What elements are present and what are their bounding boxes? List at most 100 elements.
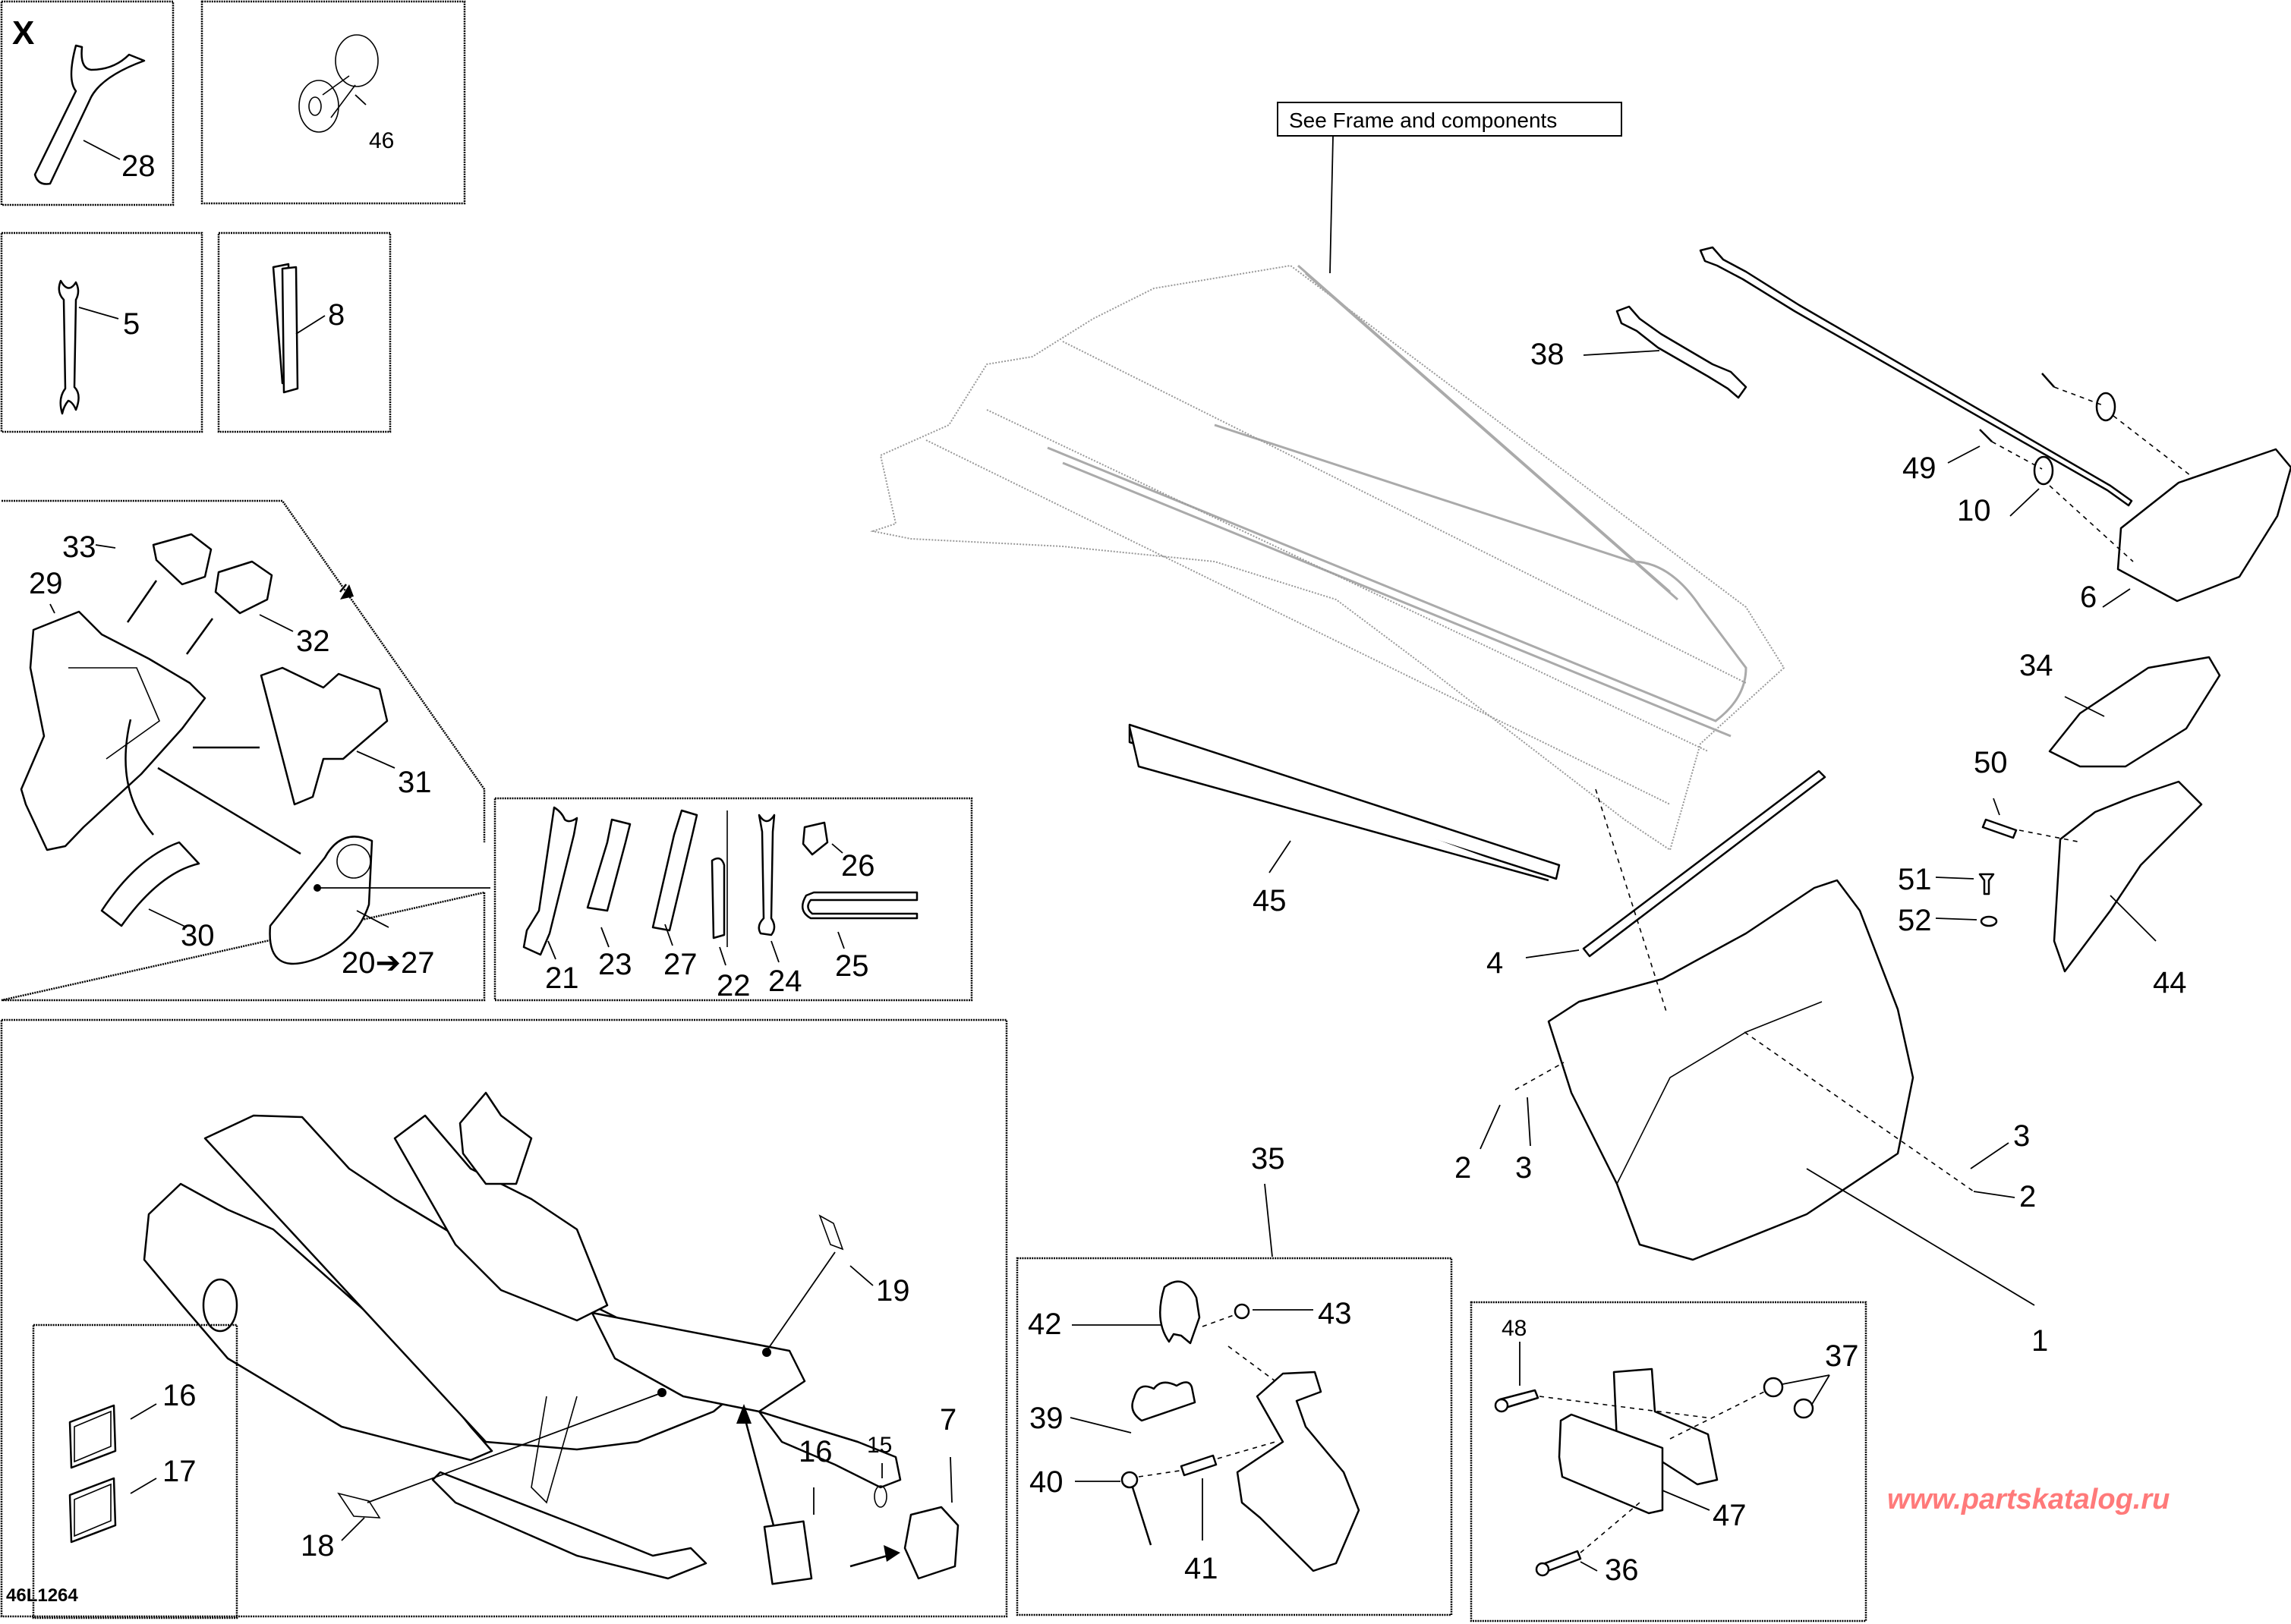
frame-ghost <box>870 264 1785 851</box>
snowmobile-outline <box>143 1091 902 1580</box>
callout-38: 38 <box>1530 338 1565 371</box>
callout-41: 41 <box>1184 1552 1218 1585</box>
box-snowmobile-decals: 19 18 16 15 7 16 1 <box>0 1018 1008 1619</box>
callout-29: 29 <box>29 567 63 600</box>
callout-3-right: 3 <box>2013 1119 2030 1153</box>
callout-45: 45 <box>1253 884 1287 917</box>
callout-10: 10 <box>1957 494 1991 527</box>
clip-26 <box>802 821 829 856</box>
foam-31 <box>260 666 389 806</box>
foam-33 <box>152 533 213 586</box>
strip-4 <box>1582 770 1826 958</box>
callout-20-27: 20➔27 <box>342 946 435 980</box>
decal-19 <box>818 1214 844 1251</box>
holder-7 <box>903 1506 960 1580</box>
callout-49: 49 <box>1902 452 1936 485</box>
foam-32 <box>214 560 273 615</box>
reference-note-frame: See Frame and components <box>1277 102 1622 274</box>
strap-30 <box>100 841 200 927</box>
callout-44: 44 <box>2153 966 2187 999</box>
tool-bag-20-27 <box>269 836 373 965</box>
callout-33: 33 <box>62 530 96 564</box>
drawing-code: 46L1264 <box>6 1585 78 1606</box>
callout-32: 32 <box>296 625 330 658</box>
callout-1: 1 <box>2031 1324 2048 1358</box>
slide-45 <box>1128 723 1561 880</box>
socket-27 <box>651 809 698 932</box>
callout-5: 5 <box>123 307 140 341</box>
callout-17: 17 <box>162 1455 197 1488</box>
nut-43 <box>1234 1303 1250 1320</box>
spring-40 <box>1120 1471 1139 1489</box>
pin-41 <box>1180 1454 1218 1477</box>
callout-28: 28 <box>121 149 156 183</box>
callout-51: 51 <box>1898 863 1932 896</box>
callout-6: 6 <box>2080 581 2097 614</box>
wrench-24 <box>758 814 776 936</box>
flap-1 <box>1547 879 1914 1261</box>
callout-31: 31 <box>398 766 432 799</box>
grommet-upper <box>2095 392 2116 422</box>
callout-3-left: 3 <box>1515 1151 1532 1185</box>
callout-30: 30 <box>181 919 215 952</box>
callout-42: 42 <box>1028 1308 1062 1341</box>
callout-18: 18 <box>301 1529 335 1563</box>
callout-39: 39 <box>1029 1402 1064 1435</box>
bracket-44 <box>2053 780 2203 973</box>
callout-16: 16 <box>162 1379 197 1412</box>
callout-34: 34 <box>2019 649 2053 682</box>
box-storage-compartment: 33 32 31 29 30 20➔27 <box>1 499 490 1002</box>
nut-37-a <box>1763 1377 1784 1398</box>
box-open-wrench: 5 <box>0 231 203 433</box>
callout-46: 46 <box>369 128 394 153</box>
bolt-50 <box>1981 818 2018 839</box>
callout-4: 4 <box>1486 946 1503 980</box>
wire-harness <box>1699 246 2133 507</box>
callout-37: 37 <box>1825 1339 1859 1373</box>
decal-16 <box>68 1404 117 1469</box>
callout-35: 35 <box>1251 1142 1285 1176</box>
box-suction-cup: 46 <box>200 0 466 205</box>
pin-39 <box>1131 1381 1196 1422</box>
nut-37-b <box>1793 1398 1814 1419</box>
box-spanner-wrench: X 28 <box>0 0 175 206</box>
corner-mark: X <box>12 14 34 52</box>
callout-25: 25 <box>835 949 869 983</box>
callout-47: 47 <box>1713 1499 1747 1532</box>
box-tool-kit: 21 23 27 22 24 26 25 <box>493 797 973 1002</box>
callout-26: 26 <box>841 849 875 883</box>
grommet-10 <box>2033 455 2054 486</box>
callout-23: 23 <box>598 948 632 981</box>
callout-40: 40 <box>1029 1465 1064 1499</box>
hitch-bracket <box>1236 1371 1360 1572</box>
storage-tray-29 <box>20 610 206 851</box>
reference-note-text: See Frame and components <box>1289 109 1557 132</box>
screw-51 <box>1978 873 1995 895</box>
decal-16-standalone <box>763 1520 813 1585</box>
cable-42 <box>1159 1280 1201 1345</box>
callout-21: 21 <box>545 961 579 995</box>
callout-22: 22 <box>717 969 751 1002</box>
decal-17 <box>68 1477 117 1544</box>
callout-24: 24 <box>768 965 802 998</box>
callout-52: 52 <box>1898 904 1932 937</box>
box-tool-handle: 8 <box>217 231 392 433</box>
open-wrench-5 <box>58 279 80 415</box>
callout-27: 27 <box>663 948 698 981</box>
spanner-21 <box>522 806 578 956</box>
callout-43: 43 <box>1318 1297 1352 1330</box>
spanner-wrench-28 <box>33 44 146 185</box>
clip-15 <box>874 1485 887 1508</box>
callout-19: 19 <box>876 1274 910 1308</box>
harness-38 <box>1615 305 1747 399</box>
callout-7: 7 <box>940 1403 956 1437</box>
box-bumper-bracket: 48 37 47 36 <box>1470 1301 1867 1622</box>
strap-25 <box>801 891 919 920</box>
callout-2-left: 2 <box>1454 1151 1471 1185</box>
callout-50: 50 <box>1974 746 2008 779</box>
decal-18 <box>337 1492 381 1519</box>
watermark: www.partskatalog.ru <box>1887 1484 2170 1515</box>
callout-36: 36 <box>1605 1553 1639 1587</box>
box-decal-samples: 16 17 <box>32 1323 238 1619</box>
